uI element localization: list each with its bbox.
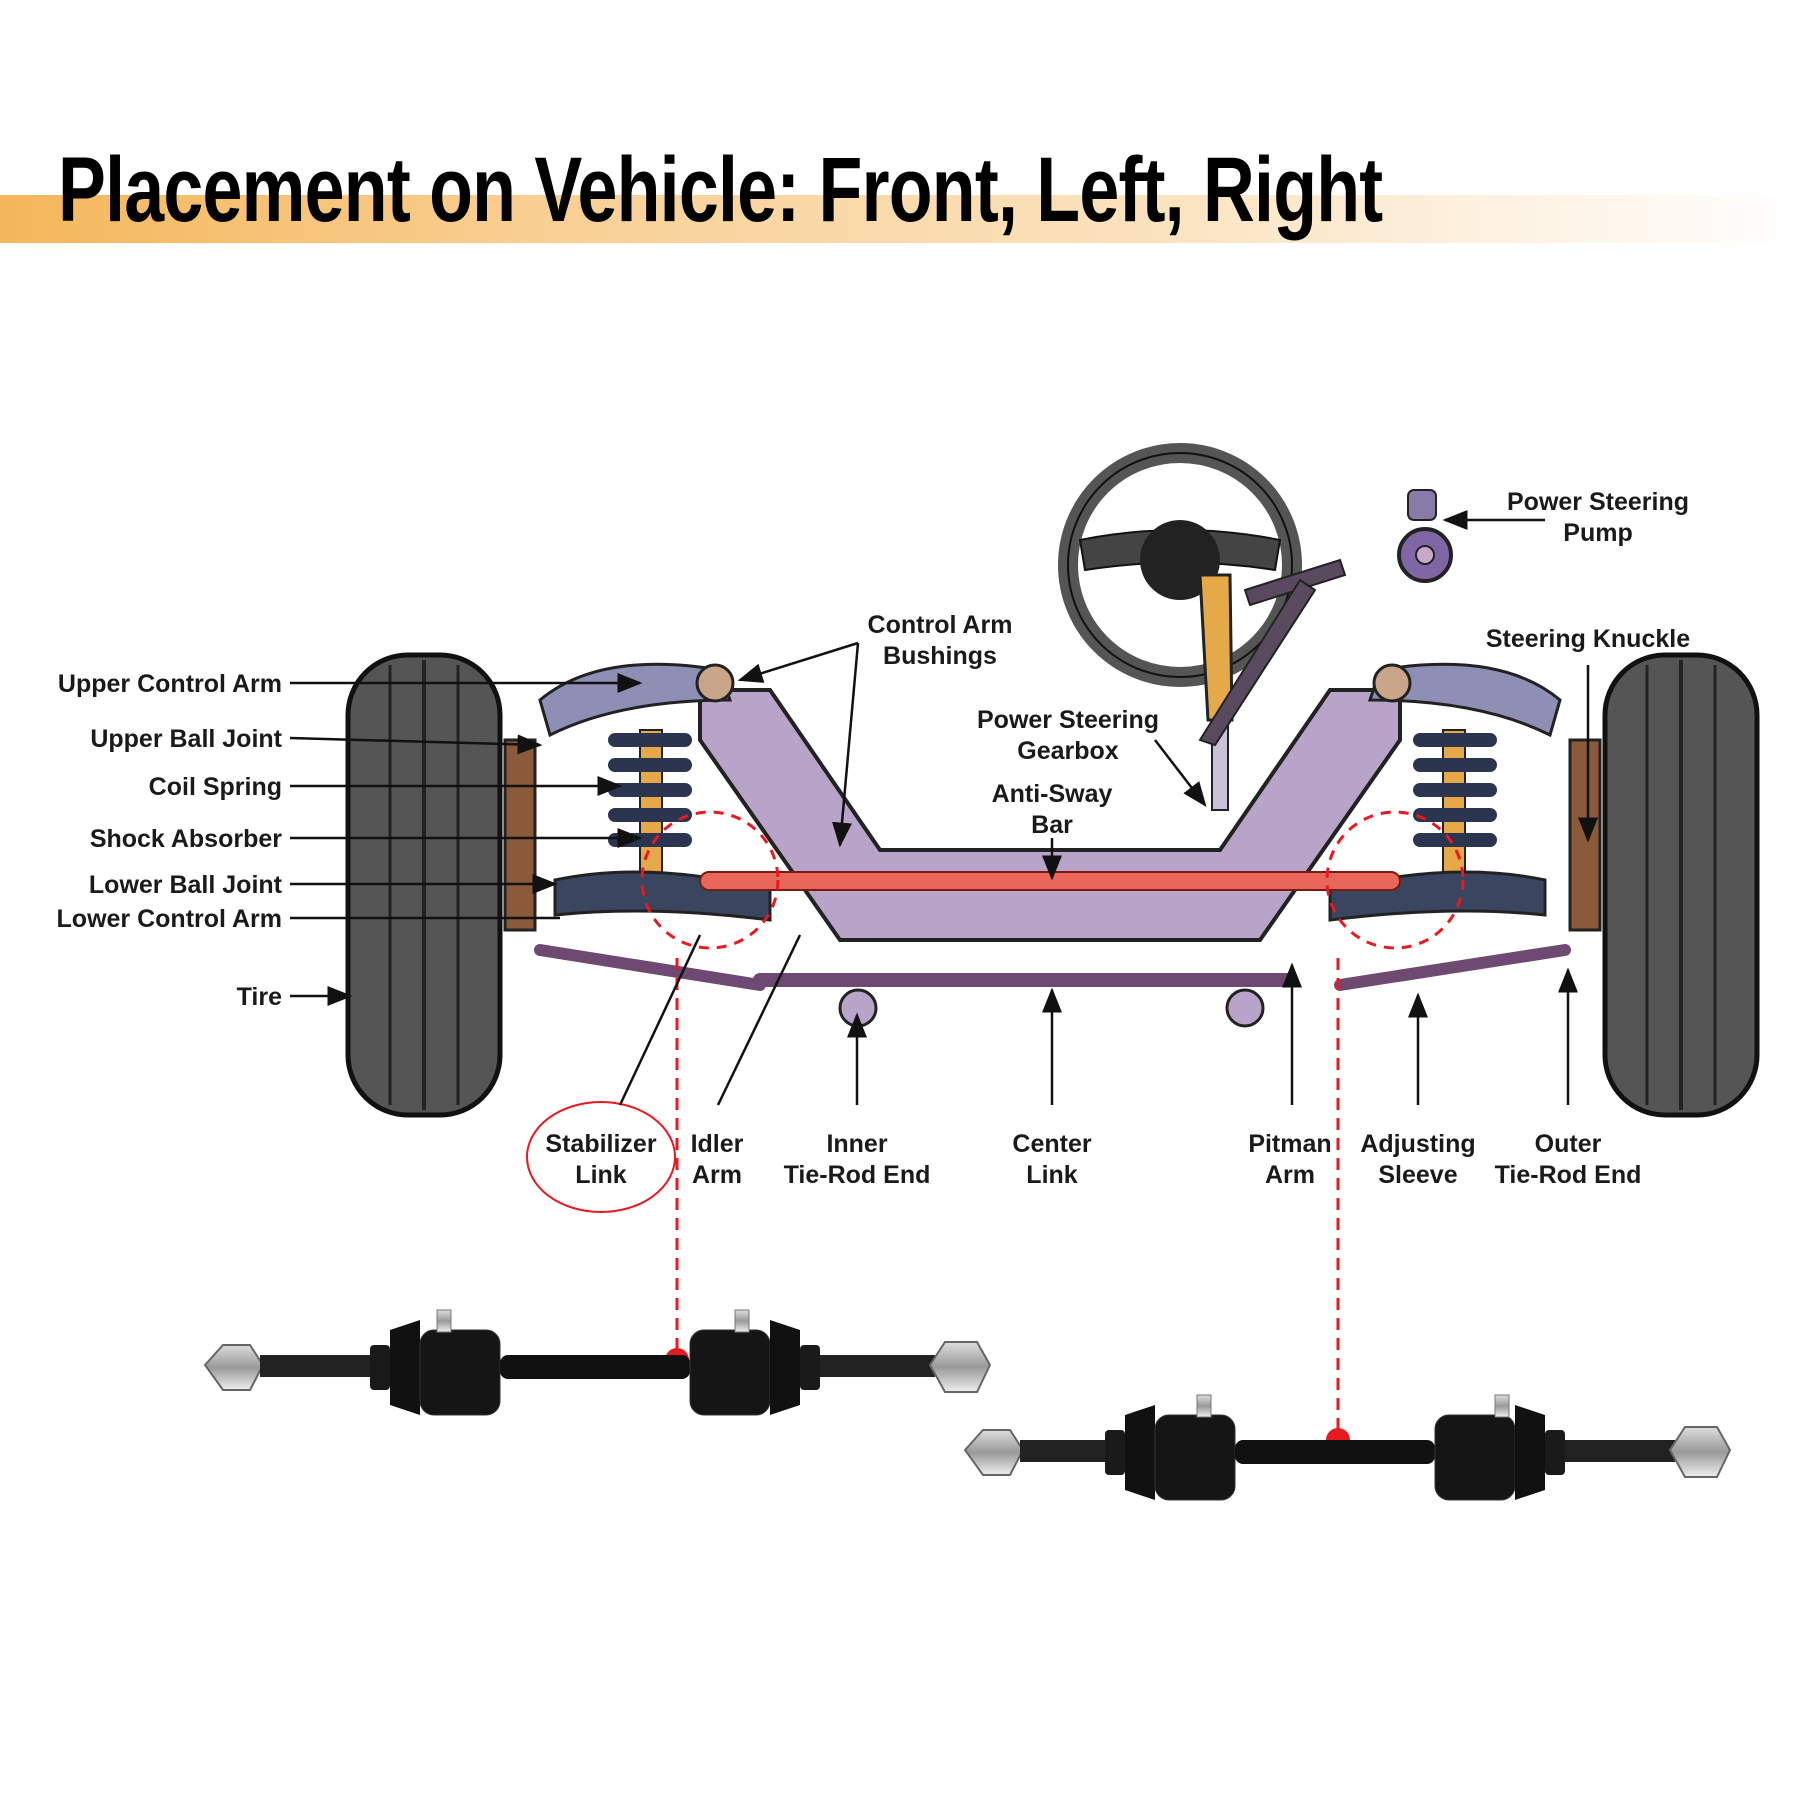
label-lower-ball-joint: Lower Ball Joint bbox=[89, 871, 283, 899]
label-control-arm-bushings-2: Bushings bbox=[883, 642, 997, 670]
label-inner-tie-rod-1: Inner bbox=[826, 1130, 887, 1158]
coil-spring-right bbox=[1413, 729, 1497, 881]
highlight-circle-right bbox=[1325, 810, 1465, 950]
label-pitman-arm-2: Arm bbox=[1265, 1161, 1315, 1189]
pitman-arm-joint bbox=[1225, 988, 1265, 1028]
label-inner-tie-rod-2: Tie-Rod End bbox=[784, 1161, 931, 1189]
label-pitman-arm-1: Pitman bbox=[1248, 1130, 1331, 1158]
power-steering-pump bbox=[1198, 489, 1453, 747]
label-anti-sway-bar-1: Anti-Sway bbox=[992, 780, 1113, 808]
stabilizer-link-product-right bbox=[963, 1394, 1732, 1501]
label-steering-knuckle: Steering Knuckle bbox=[1486, 625, 1690, 653]
tire-right bbox=[1602, 652, 1760, 1118]
label-outer-tie-rod-1: Outer bbox=[1535, 1130, 1602, 1158]
leader-lines bbox=[289, 510, 1598, 1106]
stabilizer-link-label-circle bbox=[526, 1101, 676, 1213]
steering-knuckle-left bbox=[503, 738, 537, 932]
bushing-right bbox=[1372, 663, 1412, 703]
coil-spring-left bbox=[608, 729, 692, 881]
label-adjusting-sleeve-1: Adjusting bbox=[1360, 1130, 1475, 1158]
label-adjusting-sleeve-2: Sleeve bbox=[1378, 1161, 1457, 1189]
label-control-arm-bushings-1: Control Arm bbox=[868, 611, 1013, 639]
label-anti-sway-bar-2: Bar bbox=[1031, 811, 1073, 839]
stabilizer-link-product-left bbox=[203, 1309, 992, 1416]
label-shock-absorber: Shock Absorber bbox=[90, 825, 282, 853]
label-tire: Tire bbox=[237, 983, 282, 1011]
title-banner bbox=[0, 195, 1800, 243]
upper-control-arm-right bbox=[1367, 662, 1562, 738]
steering-wheel bbox=[1058, 443, 1302, 687]
label-upper-ball-joint: Upper Ball Joint bbox=[90, 725, 282, 753]
label-stabilizer-link-1: Stabilizer bbox=[545, 1130, 656, 1158]
label-power-steering-pump-1: Power Steering bbox=[1507, 488, 1689, 516]
label-power-steering-gearbox-1: Power Steering bbox=[977, 706, 1159, 734]
label-center-link-2: Link bbox=[1026, 1161, 1077, 1189]
label-power-steering-gearbox-2: Gearbox bbox=[1017, 737, 1119, 765]
anti-sway-bar bbox=[699, 871, 1401, 891]
highlight-circle-left bbox=[640, 810, 780, 950]
label-lower-control-arm: Lower Control Arm bbox=[57, 905, 282, 933]
page-title: Placement on Vehicle: Front, Left, Right bbox=[58, 139, 1383, 241]
label-outer-tie-rod-2: Tie-Rod End bbox=[1495, 1161, 1642, 1189]
label-idler-arm-1: Idler bbox=[691, 1130, 744, 1158]
label-stabilizer-link-2: Link bbox=[575, 1161, 626, 1189]
bushing-left bbox=[695, 663, 735, 703]
label-center-link-1: Center bbox=[1012, 1130, 1091, 1158]
tie-rod-left bbox=[534, 944, 766, 991]
label-upper-control-arm: Upper Control Arm bbox=[58, 670, 282, 698]
label-coil-spring: Coil Spring bbox=[149, 773, 282, 801]
tie-rod-right bbox=[1334, 944, 1571, 991]
steering-knuckle-right bbox=[1568, 738, 1602, 932]
label-idler-arm-2: Arm bbox=[692, 1161, 742, 1189]
label-power-steering-pump-2: Pump bbox=[1563, 519, 1632, 547]
